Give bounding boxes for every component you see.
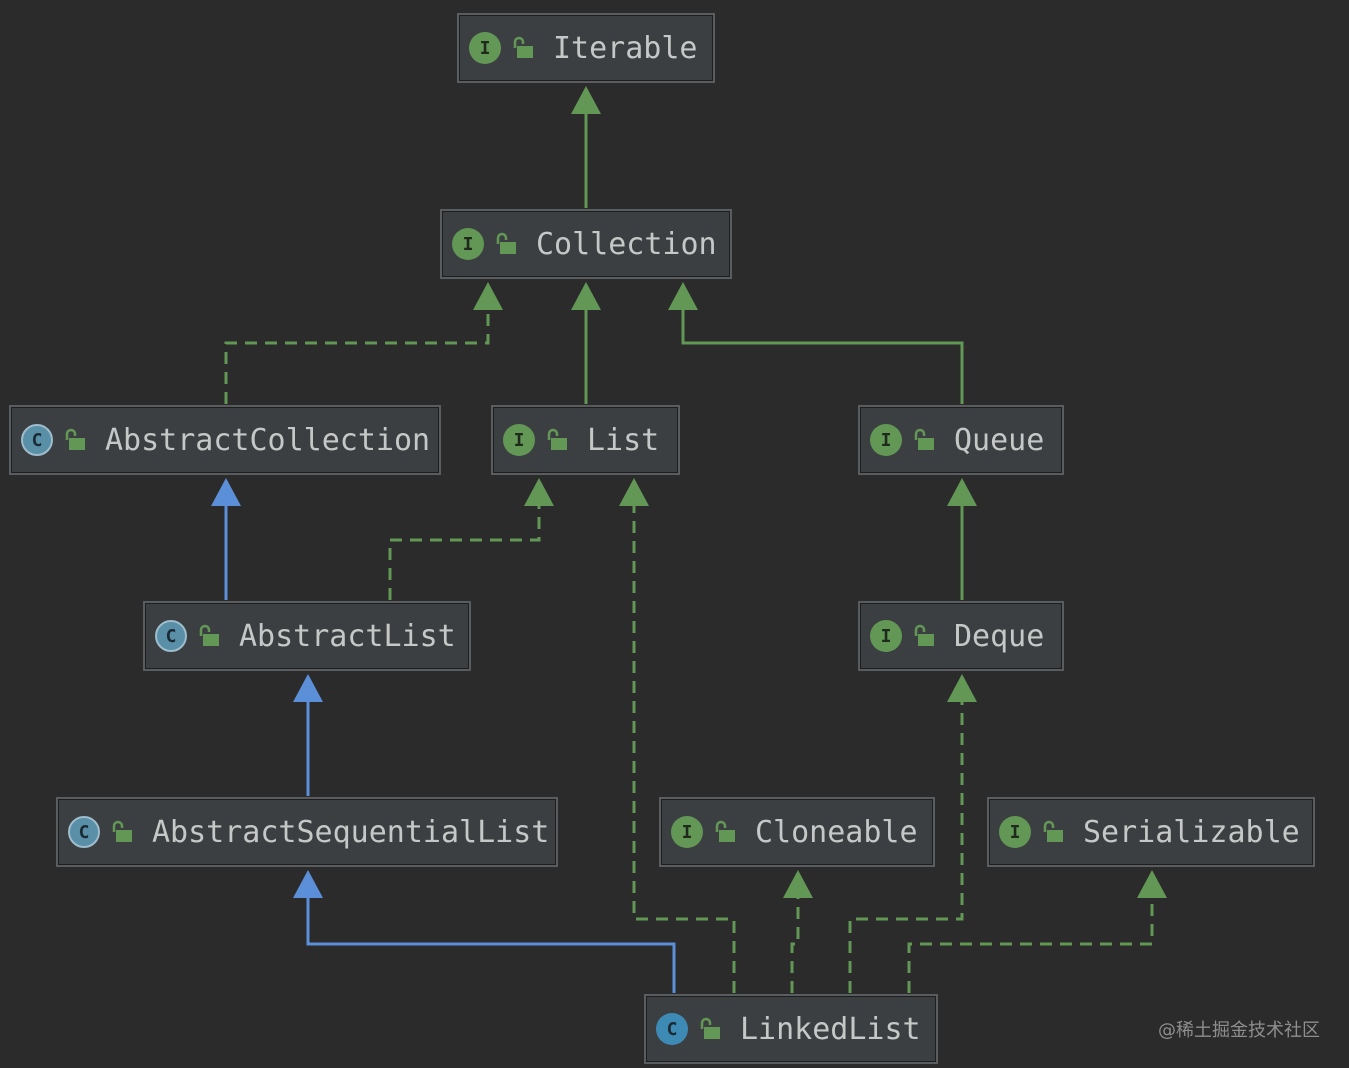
edge-abstractlist-list: [388, 506, 541, 600]
abstract-class-c-icon: C: [21, 424, 53, 456]
interface-i-icon: I: [870, 620, 902, 652]
arrowhead-collection-left: [473, 282, 503, 310]
edge-queue-collection: [681, 310, 964, 404]
arrowhead-abstractsequentiallist: [293, 870, 323, 898]
public-unlock-icon: [496, 232, 516, 254]
public-unlock-icon: [700, 1017, 720, 1039]
node-label: Queue: [954, 422, 1045, 458]
watermark: @稀土掘金技术社区: [1158, 1020, 1320, 1041]
node-label: Iterable: [553, 30, 698, 66]
node-collection[interactable]: I Collection: [440, 209, 732, 279]
arrowhead-queue: [947, 478, 977, 506]
arrowhead-list-left: [524, 478, 554, 506]
node-linkedlist[interactable]: C LinkedList: [644, 994, 938, 1064]
node-abstractsequentiallist[interactable]: C AbstractSequentialList: [56, 797, 558, 867]
node-cloneable[interactable]: I Cloneable: [659, 797, 935, 867]
interface-i-icon: I: [999, 816, 1031, 848]
arrowhead-collection-right: [668, 282, 698, 310]
edge-linkedlist-abstractsequentiallist: [306, 898, 676, 993]
node-label: AbstractCollection: [105, 422, 431, 458]
node-label: Serializable: [1083, 814, 1300, 850]
arrowhead-deque: [947, 674, 977, 702]
node-serializable[interactable]: I Serializable: [987, 797, 1315, 867]
abstract-class-c-icon: C: [155, 620, 187, 652]
node-label: LinkedList: [740, 1011, 921, 1047]
node-label: Deque: [954, 618, 1045, 654]
arrowhead-serializable: [1137, 870, 1167, 898]
interface-i-icon: I: [870, 424, 902, 456]
node-iterable[interactable]: I Iterable: [457, 13, 715, 83]
edge-linkedlist-list: [632, 506, 736, 993]
arrowhead-abstractcollection: [211, 478, 241, 506]
arrowhead-list-right: [619, 478, 649, 506]
node-queue[interactable]: I Queue: [858, 405, 1064, 475]
node-label: AbstractList: [239, 618, 456, 654]
arrowhead-cloneable: [783, 870, 813, 898]
edge-linkedlist-serializable: [907, 898, 1154, 993]
arrowhead-collection-mid: [571, 282, 601, 310]
public-unlock-icon: [65, 428, 85, 450]
interface-i-icon: I: [671, 816, 703, 848]
interface-i-icon: I: [469, 32, 501, 64]
edge-linkedlist-deque: [848, 702, 964, 993]
node-abstractcollection[interactable]: C AbstractCollection: [9, 405, 441, 475]
node-deque[interactable]: I Deque: [858, 601, 1064, 671]
node-abstractlist[interactable]: C AbstractList: [143, 601, 471, 671]
node-label: AbstractSequentialList: [152, 814, 550, 850]
public-unlock-icon: [199, 624, 219, 646]
edge-linkedlist-cloneable: [790, 898, 800, 993]
public-unlock-icon: [112, 820, 132, 842]
node-label: List: [587, 422, 660, 458]
node-label: Cloneable: [755, 814, 918, 850]
public-unlock-icon: [547, 428, 567, 450]
edge-abstractcollection-collection: [224, 310, 490, 404]
abstract-class-c-icon: C: [68, 816, 100, 848]
public-unlock-icon: [1043, 820, 1063, 842]
arrowhead-abstractlist: [293, 674, 323, 702]
public-unlock-icon: [914, 624, 934, 646]
public-unlock-icon: [715, 820, 735, 842]
interface-i-icon: I: [452, 228, 484, 260]
public-unlock-icon: [513, 36, 533, 58]
interface-i-icon: I: [503, 424, 535, 456]
class-c-icon: C: [656, 1013, 688, 1045]
node-list[interactable]: I List: [491, 405, 680, 475]
node-label: Collection: [536, 226, 717, 262]
arrowhead-iterable: [571, 86, 601, 114]
public-unlock-icon: [914, 428, 934, 450]
